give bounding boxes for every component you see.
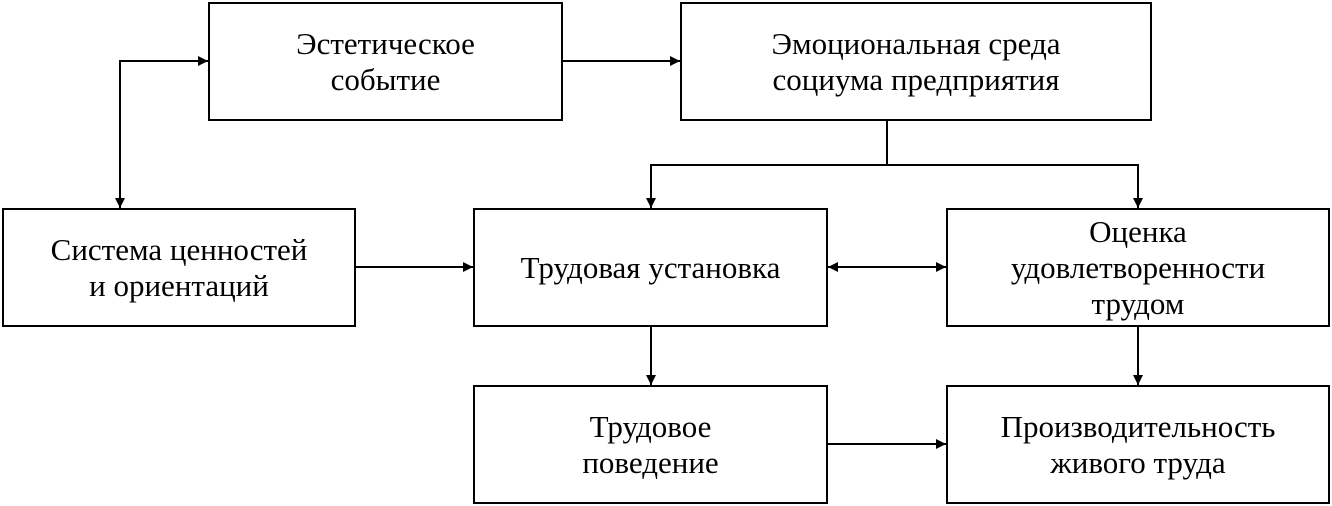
node-work-attitude-label: Трудовая установка [520, 249, 781, 285]
node-aesthetic-event: Эстетическое событие [208, 2, 563, 121]
node-work-behavior-label: Трудовое поведение [582, 408, 719, 480]
node-emotional-environment: Эмоциональная среда социума предприятия [680, 2, 1152, 121]
node-values-system: Система ценностей и ориентаций [2, 208, 356, 327]
edge-emotional-environment-to-satisfaction-evaluation [887, 164, 1143, 208]
node-aesthetic-event-label: Эстетическое событие [296, 25, 475, 97]
node-satisfaction-evaluation-label: Оценка удовлетворенности трудом [1010, 213, 1266, 321]
node-work-behavior: Трудовое поведение [473, 385, 828, 504]
node-satisfaction-evaluation: Оценка удовлетворенности трудом [946, 208, 1330, 327]
edge-emotional-environment-to-work-attitude [646, 121, 888, 208]
node-labor-productivity: Производительность живого труда [946, 385, 1330, 504]
node-labor-productivity-label: Производительность живого труда [1000, 408, 1276, 480]
node-work-attitude: Трудовая установка [473, 208, 828, 327]
edge-values-system-to-aesthetic-event [115, 56, 208, 208]
node-values-system-label: Система ценностей и ориентаций [50, 231, 308, 303]
node-emotional-environment-label: Эмоциональная среда социума предприятия [771, 25, 1061, 97]
